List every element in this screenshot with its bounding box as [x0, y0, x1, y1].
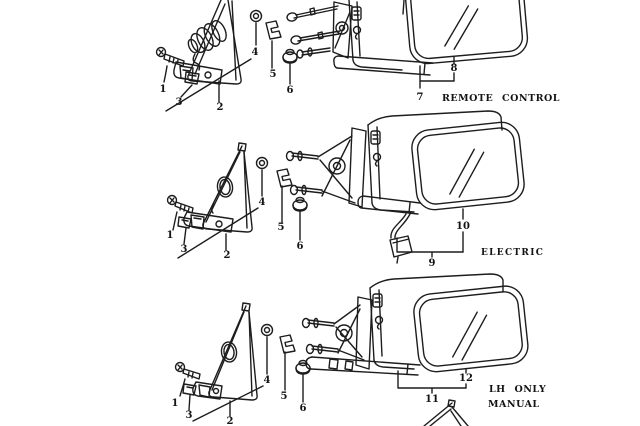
nut-part-4 — [260, 323, 274, 375]
screw-part-1 — [174, 361, 201, 397]
callout-1: 1 — [172, 398, 179, 409]
base-arm — [305, 356, 421, 376]
base-arm — [333, 55, 434, 76]
callout-9: 9 — [429, 258, 436, 269]
section-manual: 1 3 2 4 5 6 12 11 LH ONLY MANUAL — [172, 273, 546, 426]
mirror-boot — [187, 20, 227, 71]
callout-2: 2 — [217, 102, 224, 113]
mirror-housing — [367, 110, 503, 213]
clip-part-3 — [182, 383, 197, 411]
caption-remote-control: REMOTE CONTROL — [442, 93, 560, 104]
callout-5: 5 — [270, 69, 277, 80]
callout-5: 5 — [281, 391, 288, 402]
caption-electric: ELECTRIC — [481, 248, 544, 258]
mount-arm — [183, 203, 234, 233]
callout-6: 6 — [300, 403, 307, 414]
callout-1: 1 — [167, 230, 174, 241]
callout-1: 1 — [160, 84, 167, 95]
mirror-glass — [405, 0, 529, 65]
callout-5: 5 — [278, 222, 285, 233]
caption-manual: MANUAL — [488, 399, 540, 410]
nut-part-4 — [255, 156, 269, 197]
redaction-bar — [548, 252, 640, 258]
callout-3: 3 — [181, 244, 188, 255]
nut-part-6 — [282, 48, 298, 85]
sail-plate — [208, 302, 258, 401]
base-arm — [357, 195, 421, 215]
mirror-glass — [413, 285, 529, 373]
callout-2: 2 — [227, 416, 234, 426]
callout-3: 3 — [186, 410, 193, 421]
callout-8: 8 — [451, 63, 458, 74]
partial-sail-plate — [423, 399, 469, 426]
clip-part-5 — [276, 168, 293, 223]
callout-bracket — [419, 56, 455, 89]
callout-bracket — [396, 208, 464, 258]
mount-arm — [192, 381, 223, 400]
callout-4: 4 — [259, 197, 266, 208]
callout-6: 6 — [287, 85, 294, 96]
clip-part-3 — [177, 216, 192, 245]
clip-part-5 — [279, 334, 296, 391]
mount-arm — [173, 61, 223, 85]
section-remote-control: 1 3 2 4 5 6 8 7 REMOTE CONTROL — [155, 0, 560, 113]
mirror-housing — [348, 0, 405, 71]
remote-actuator-mechanism — [286, 1, 353, 59]
leader-lines — [177, 207, 259, 259]
leader-lines — [192, 385, 264, 422]
callout-10: 10 — [456, 221, 470, 232]
mirror-glass — [411, 121, 525, 211]
callout-3: 3 — [176, 97, 183, 108]
leader-lines — [165, 58, 252, 112]
pivot-mechanism — [285, 127, 367, 208]
callout-11: 11 — [425, 394, 439, 405]
clip-part-3 — [180, 71, 200, 98]
nut-part-6 — [295, 359, 311, 403]
callout-7: 7 — [417, 92, 424, 103]
screw-part-1 — [166, 194, 194, 231]
callout-4: 4 — [252, 47, 259, 58]
section-electric: 1 3 2 4 5 6 10 9 ELECTRIC — [166, 110, 640, 269]
pivot-mechanism — [301, 296, 373, 370]
nut-part-4 — [249, 9, 263, 46]
caption-lh-only: LH ONLY — [489, 384, 546, 395]
callout-6: 6 — [297, 241, 304, 252]
wire-harness — [389, 213, 413, 264]
callout-bracket — [397, 368, 467, 394]
callout-4: 4 — [264, 375, 271, 386]
nut-part-6 — [292, 196, 308, 241]
clip-part-5 — [265, 20, 282, 69]
callout-12: 12 — [459, 373, 473, 384]
callout-2: 2 — [224, 250, 231, 261]
screw-part-1 — [155, 46, 185, 83]
